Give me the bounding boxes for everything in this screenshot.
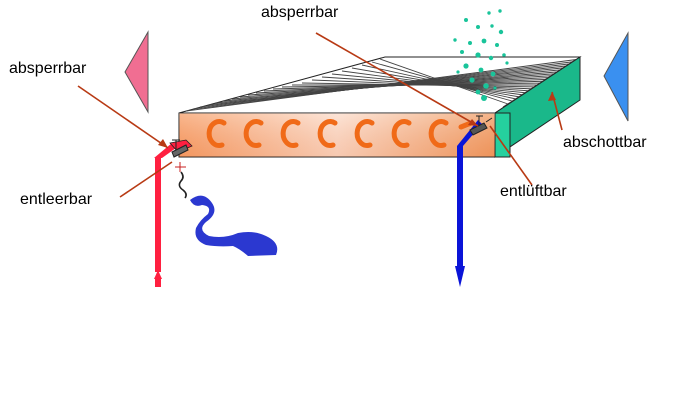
drain-valve-icon (175, 162, 186, 172)
water-stream-icon (190, 195, 278, 256)
pointer-absperrbar-left (77, 85, 169, 149)
pointer-arrowheads (158, 92, 556, 148)
pink-triangle-icon (124, 30, 149, 114)
vent-valve-icon (469, 115, 493, 136)
pointer-entleerbar (119, 161, 173, 198)
pointer-lines (77, 32, 563, 198)
drain-cable (178, 171, 187, 199)
label-absperrbar-top: absperrbar (261, 4, 339, 21)
return-pipe (455, 120, 482, 287)
left-valve-icon (171, 139, 189, 158)
bubble-cluster-icon (453, 9, 509, 101)
coil-loops (206, 119, 474, 148)
pointer-absperrbar-top (315, 32, 479, 127)
label-entlueftbar: entlüftbar (500, 183, 567, 200)
supply-pipe (154, 139, 193, 287)
label-abschottbar: abschottbar (563, 134, 647, 151)
pointer-entlueftbar (489, 125, 533, 186)
label-entleerbar: entleerbar (20, 191, 93, 208)
blue-triangle-icon (603, 31, 629, 122)
label-absperrbar-left: absperrbar (9, 60, 87, 77)
